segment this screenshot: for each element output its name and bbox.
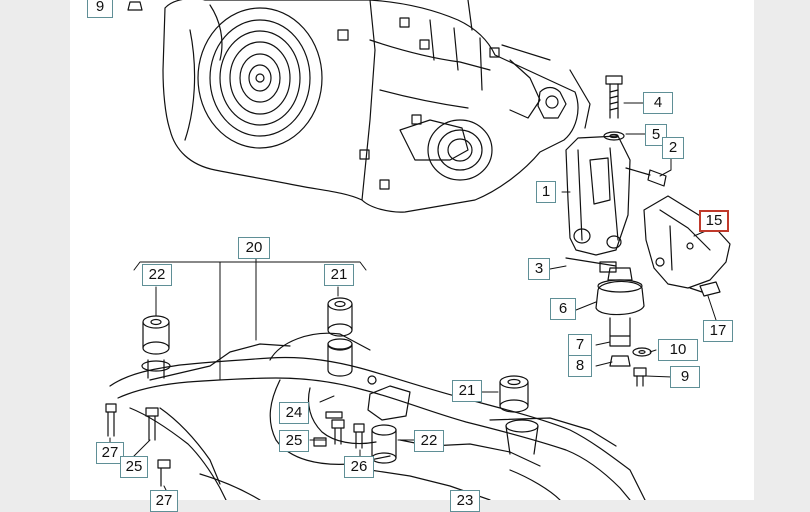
exploded-parts-drawing (105, 0, 731, 500)
subframe (109, 332, 646, 500)
callout-7[interactable]: 7 (568, 334, 592, 356)
shift-linkage (467, 0, 591, 129)
callout-9-bottom[interactable]: 9 (670, 366, 700, 388)
transmission-output-flange (427, 119, 493, 181)
rubber-mount-6 (595, 267, 645, 337)
washer-10 (632, 347, 652, 357)
callout-25-left[interactable]: 25 (120, 456, 148, 478)
bolt-9 (633, 367, 647, 387)
bolt-2 (625, 167, 667, 187)
transmission-housing (162, 0, 579, 213)
mount-bolt-4 (605, 75, 623, 119)
mount-bracket (565, 135, 631, 256)
bolt-3 (565, 257, 617, 273)
callout-6[interactable]: 6 (550, 298, 576, 320)
callout-21-right[interactable]: 21 (452, 380, 482, 402)
callout-9-top[interactable]: 9 (87, 0, 113, 18)
leader-lines (109, 102, 717, 491)
bushing-21-left (327, 297, 353, 377)
bolt-17 (689, 281, 721, 297)
callout-3[interactable]: 3 (528, 258, 550, 280)
callout-15[interactable]: 15 (699, 210, 729, 232)
callout-17[interactable]: 17 (703, 320, 733, 342)
diagram-sheet: 9 4 5 2 1 15 3 6 17 7 10 8 9 20 22 21 21… (70, 0, 754, 512)
bushing-22-left (141, 315, 171, 379)
callout-22-right[interactable]: 22 (414, 430, 444, 452)
callout-4[interactable]: 4 (643, 92, 673, 114)
bushing-21-right (499, 375, 539, 455)
callout-5[interactable]: 5 (645, 124, 667, 146)
heat-shield (643, 195, 731, 289)
nut-9-top (127, 1, 143, 11)
callout-2[interactable]: 2 (662, 137, 684, 159)
callout-24[interactable]: 24 (279, 402, 309, 424)
nut-7 (609, 335, 631, 347)
nut-8 (609, 355, 631, 367)
callout-1[interactable]: 1 (536, 181, 556, 203)
callout-27-bottom[interactable]: 27 (150, 490, 178, 512)
callout-8[interactable]: 8 (568, 355, 592, 377)
callout-22-left[interactable]: 22 (142, 264, 172, 286)
callout-21-left[interactable]: 21 (324, 264, 354, 286)
callout-23[interactable]: 23 (450, 490, 480, 512)
washer-5 (603, 131, 625, 141)
callout-26[interactable]: 26 (344, 456, 374, 478)
torque-converter-bell (197, 7, 323, 149)
callout-27-left[interactable]: 27 (96, 442, 124, 464)
subframe-bolts (105, 375, 377, 487)
callout-25-middle[interactable]: 25 (279, 430, 309, 452)
callout-10[interactable]: 10 (658, 339, 698, 361)
callout-20[interactable]: 20 (238, 237, 270, 259)
